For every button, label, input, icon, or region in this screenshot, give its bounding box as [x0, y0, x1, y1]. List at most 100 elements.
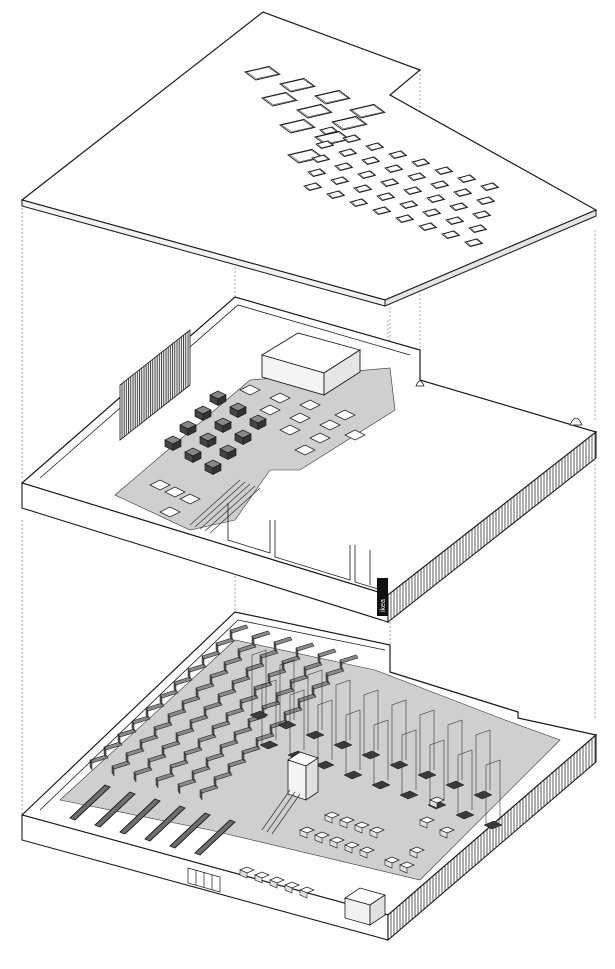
frame-base [305, 730, 325, 740]
rack-side [159, 694, 163, 706]
small-skylight-inner [413, 159, 430, 167]
rack-side [155, 777, 159, 789]
rack-side [215, 642, 219, 654]
table [319, 419, 341, 431]
table [164, 486, 186, 498]
tall-shelving-frames [249, 649, 503, 830]
rack-side [325, 672, 329, 684]
shelving-frame [447, 719, 463, 785]
checkout-blocks [239, 796, 455, 899]
furniture-block-right [212, 463, 222, 475]
checkout-side [254, 874, 263, 884]
large-skylight-inner [281, 119, 314, 132]
shelving-frame [251, 649, 267, 715]
small-skylight-inner [432, 181, 449, 189]
rack-side [167, 713, 171, 725]
shelving-frame [401, 729, 417, 795]
small-skylight-inner [401, 201, 418, 209]
rack-side [237, 648, 241, 660]
rack-side [183, 751, 187, 763]
shelving-frame [391, 699, 407, 765]
small-skylight-inner [374, 207, 391, 215]
rack-side [339, 659, 343, 671]
frame-base [399, 790, 419, 800]
ground-floor-right-edge [387, 733, 597, 942]
rack-side [255, 737, 259, 749]
small-skylight-inner [482, 183, 499, 191]
checkout-side [439, 829, 448, 839]
frame-base [473, 790, 493, 800]
frame-base [483, 820, 503, 830]
shelving-frame [363, 689, 379, 755]
frame-base [259, 740, 279, 750]
table [269, 392, 291, 404]
rack-side [181, 700, 185, 712]
rack-side [213, 776, 217, 788]
rack-side [153, 726, 157, 738]
furniture-block-right [217, 394, 227, 406]
rack-side [169, 764, 173, 776]
rack-side [205, 757, 209, 769]
rack-side [295, 647, 299, 659]
rack-side [225, 712, 229, 724]
small-skylight-inner [459, 175, 476, 183]
table [239, 384, 261, 396]
small-skylight-inner [466, 239, 483, 247]
rack-side [297, 698, 301, 710]
furniture-block-right [222, 421, 232, 433]
small-skylight-inner [470, 225, 487, 233]
rack-side [211, 725, 215, 737]
rack-side [259, 654, 263, 666]
table [334, 409, 356, 421]
checkout-side [314, 834, 323, 844]
furniture-block-right [207, 436, 217, 448]
rack-side [209, 674, 213, 686]
checkout-side [269, 879, 278, 889]
rack-side [161, 745, 165, 757]
shelving-frame [317, 699, 333, 765]
rack-side [273, 641, 277, 653]
frame-base [249, 710, 269, 720]
large-skylight-inner [333, 116, 366, 129]
shelving-frame [485, 759, 501, 825]
rack-side [187, 668, 191, 680]
table [149, 479, 171, 491]
rack-side [269, 724, 273, 736]
shelving-frame [261, 679, 277, 745]
checkout-side [419, 819, 428, 829]
rack-side [147, 758, 151, 770]
rack-side [201, 655, 205, 667]
roof-layer [20, 11, 598, 307]
checkout-side [324, 814, 333, 824]
table [279, 424, 301, 436]
rack-side [231, 680, 235, 692]
rack-side [227, 763, 231, 775]
small-skylight-inner [313, 155, 330, 163]
small-skylight-inner [474, 211, 491, 219]
small-skylight-inner [351, 199, 368, 207]
rack-side [251, 635, 255, 647]
furniture-block-right [237, 406, 247, 418]
checkout-side [284, 884, 293, 894]
furniture-block-right [257, 418, 267, 430]
checkout-side [339, 819, 348, 829]
shelving-frame [279, 659, 295, 725]
rack-side [103, 746, 107, 758]
checkout-side [429, 799, 438, 809]
frame-base [277, 720, 297, 730]
frame-base [315, 760, 335, 770]
shelving-frame [419, 709, 435, 775]
small-skylight-inner [428, 195, 445, 203]
checkout-side [369, 829, 378, 839]
small-skylight-inner [420, 223, 437, 231]
rack-side [223, 661, 227, 673]
checkout-side [359, 849, 368, 859]
small-skylight-inner [305, 183, 322, 191]
rack-side [189, 719, 193, 731]
small-skylight-inner [443, 231, 460, 239]
small-skylight-inner [397, 215, 414, 223]
rack-side [317, 653, 321, 665]
furniture-block-right [227, 448, 237, 460]
shelving-frame [307, 669, 323, 735]
